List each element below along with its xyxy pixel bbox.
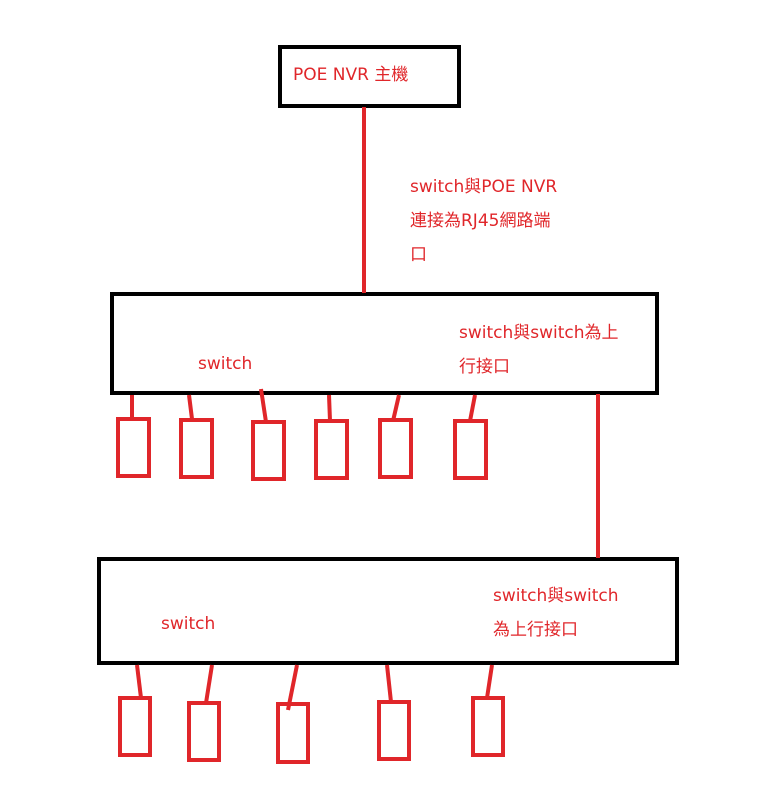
camera-link bbox=[385, 664, 393, 703]
camera-link bbox=[259, 388, 268, 423]
switch-1-label: switch bbox=[198, 354, 253, 374]
switch-1-note-line: 行接口 bbox=[459, 357, 510, 377]
camera-device bbox=[276, 702, 310, 764]
camera-device bbox=[453, 419, 488, 480]
switch-2-note-line: switch與switch bbox=[493, 586, 619, 606]
nvr-link-note: switch與POE NVR 連接為RJ45網路端 口 bbox=[410, 170, 557, 272]
camera-device bbox=[187, 701, 221, 762]
camera-link bbox=[391, 394, 401, 422]
nvr-link-note-line: switch與POE NVR bbox=[410, 177, 558, 197]
camera-link bbox=[204, 664, 214, 704]
camera-link bbox=[327, 394, 332, 422]
nvr-link-note-line: 口 bbox=[410, 245, 427, 265]
camera-link bbox=[135, 664, 143, 699]
switch-2-box bbox=[97, 557, 679, 665]
switch-2-uplink-note: switch與switch 為上行接口 bbox=[493, 579, 619, 647]
camera-link bbox=[485, 664, 494, 699]
switch-1-note-line: switch與switch為上 bbox=[459, 323, 619, 343]
camera-device bbox=[378, 418, 413, 479]
camera-device bbox=[179, 418, 214, 479]
camera-device bbox=[377, 700, 411, 761]
camera-device bbox=[118, 696, 152, 757]
switch-2-label: switch bbox=[161, 614, 216, 634]
camera-device bbox=[314, 419, 349, 480]
nvr-link-note-line: 連接為RJ45網路端 bbox=[410, 211, 551, 231]
switch-1-uplink-note: switch與switch為上 行接口 bbox=[459, 316, 619, 384]
camera-link bbox=[187, 394, 194, 420]
camera-link bbox=[468, 394, 477, 422]
switch-2-note-line: 為上行接口 bbox=[493, 620, 578, 640]
camera-device bbox=[471, 696, 505, 757]
switch-1-box bbox=[110, 292, 659, 395]
nvr-box bbox=[278, 45, 461, 108]
camera-device bbox=[116, 417, 151, 478]
nvr-label: POE NVR 主機 bbox=[293, 65, 409, 85]
camera-device bbox=[251, 420, 286, 481]
